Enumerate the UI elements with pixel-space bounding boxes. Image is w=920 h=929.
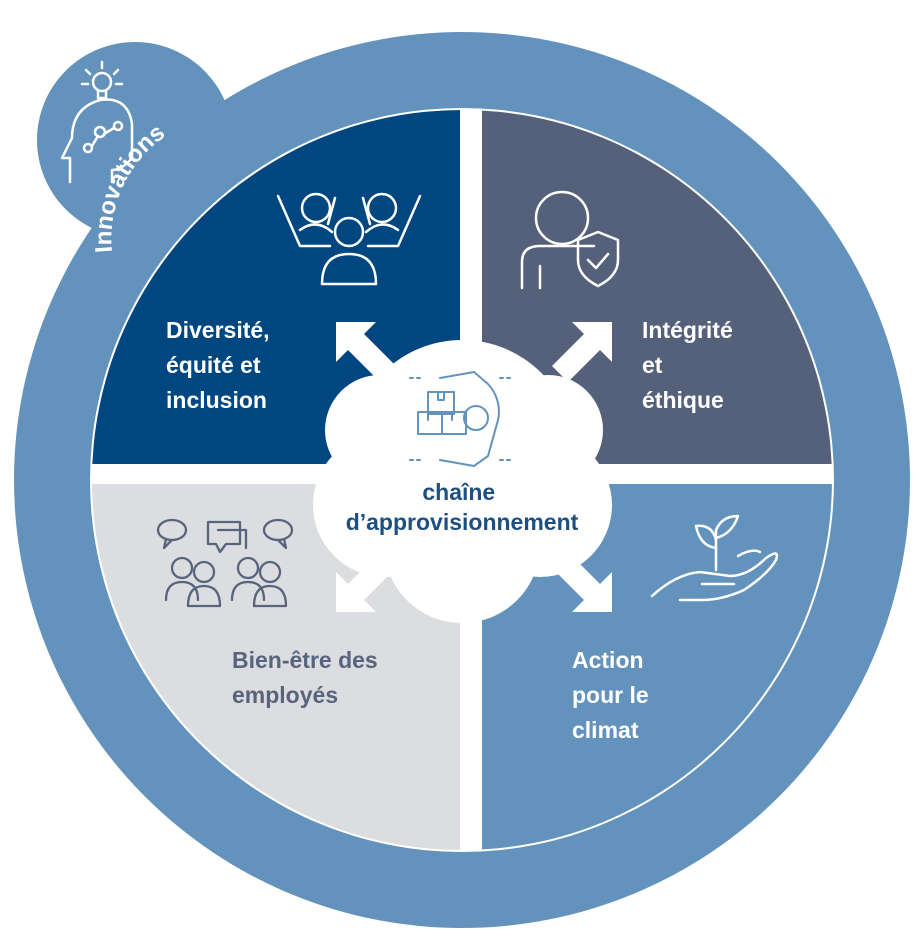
top-left-line2: équité et bbox=[166, 352, 261, 378]
center-title-line2: d’approvisionnement bbox=[346, 509, 579, 535]
center-title-line1: chaîne bbox=[422, 479, 495, 505]
center-cloud bbox=[313, 340, 612, 623]
top-right-line2: et bbox=[642, 352, 663, 378]
svg-text:chaîne d’approvisionnement: chaîne d’approvisionnement bbox=[346, 479, 579, 535]
bottom-right-line2: pour le bbox=[572, 682, 649, 708]
top-left-line3: inclusion bbox=[166, 387, 267, 413]
top-right-line1: Intégrité bbox=[642, 317, 733, 343]
bottom-right-line3: climat bbox=[572, 717, 639, 743]
people-speech-bubbles-icon bbox=[156, 518, 294, 608]
group-people-icon bbox=[276, 192, 422, 286]
innovations-badge: Innovations bbox=[37, 42, 233, 254]
arrow-top-right bbox=[552, 322, 612, 382]
hand-seedling-icon bbox=[650, 514, 779, 602]
top-left-line1: Diversité, bbox=[166, 317, 270, 343]
top-right-line3: éthique bbox=[642, 387, 724, 413]
svg-text:Intégrité et éthique: Intégrité et éthique bbox=[642, 317, 739, 413]
svg-text:Bien-être des employés: Bien-être des employés bbox=[232, 647, 384, 708]
arrow-top-left bbox=[336, 322, 396, 382]
bottom-left-line1: Bien-être des bbox=[232, 647, 378, 673]
supply-chain-gear-boxes-icon bbox=[409, 371, 515, 467]
svg-text:Action pour le climat: Action pour le climat bbox=[572, 647, 655, 743]
svg-text:Diversité, équité et i: Diversité, équité et inclusion bbox=[166, 317, 276, 413]
head-lightbulb-icon bbox=[60, 60, 134, 184]
bottom-right-line1: Action bbox=[572, 647, 644, 673]
person-shield-check-icon bbox=[520, 190, 620, 290]
bottom-left-line2: employés bbox=[232, 682, 338, 708]
